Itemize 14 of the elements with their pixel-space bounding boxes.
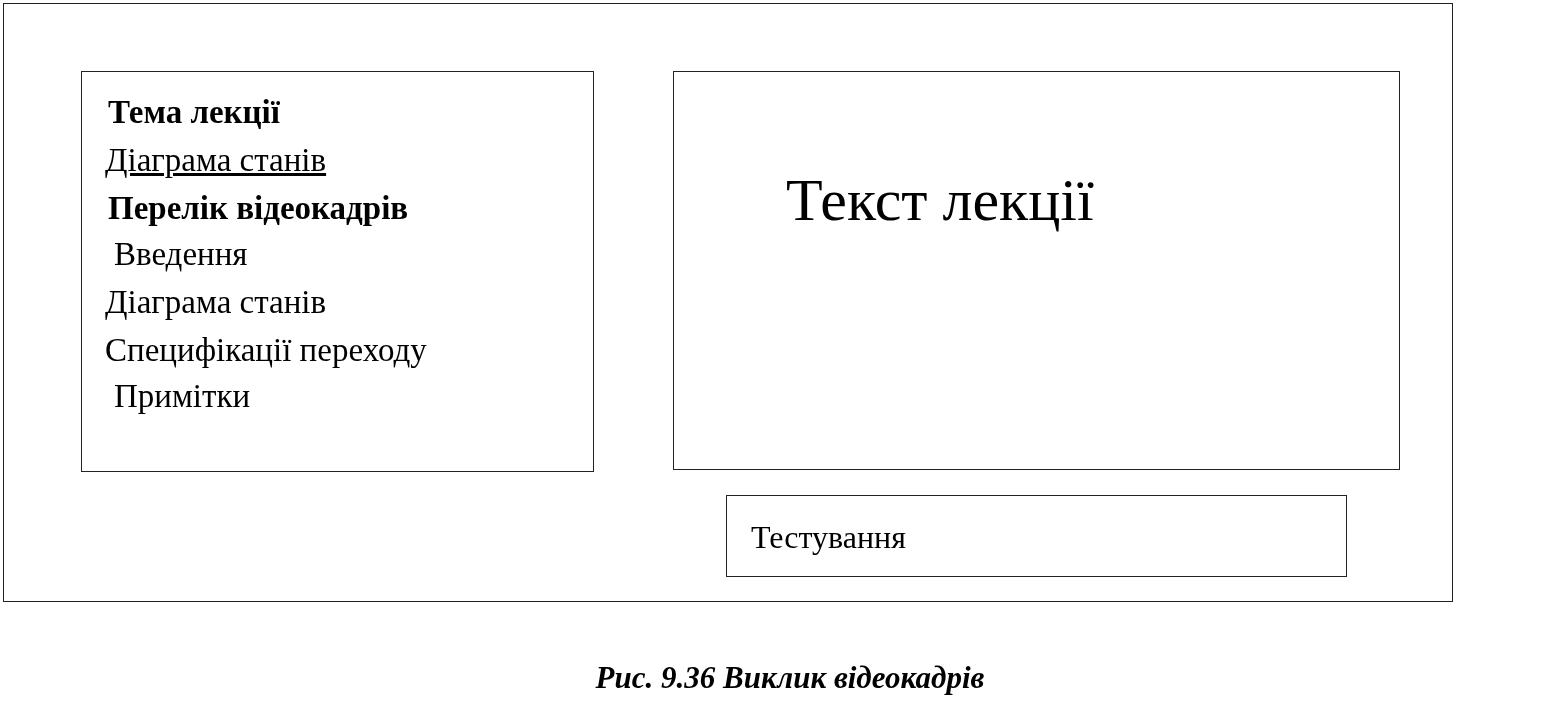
menu-item: Специфікації переходу: [105, 334, 427, 367]
topic-heading: Тема лекції: [108, 96, 280, 129]
lecture-menu-panel: [81, 71, 594, 472]
testing-panel: [726, 495, 1347, 577]
testing-label: Тестування: [751, 521, 906, 553]
figure-caption: Рис. 9.36 Виклик відеокадрів: [594, 660, 986, 696]
frame-list-heading: Перелік відеокадрів: [108, 192, 409, 225]
lecture-text-panel: [673, 71, 1400, 470]
menu-item: Введення: [114, 238, 248, 271]
menu-item: Діаграма станів: [105, 286, 327, 319]
lecture-text-label: Текст лекції: [786, 170, 1094, 230]
menu-item: Примітки: [114, 380, 251, 413]
screen-frame: [3, 3, 1453, 602]
menu-link: Діаграма станів: [105, 144, 327, 177]
